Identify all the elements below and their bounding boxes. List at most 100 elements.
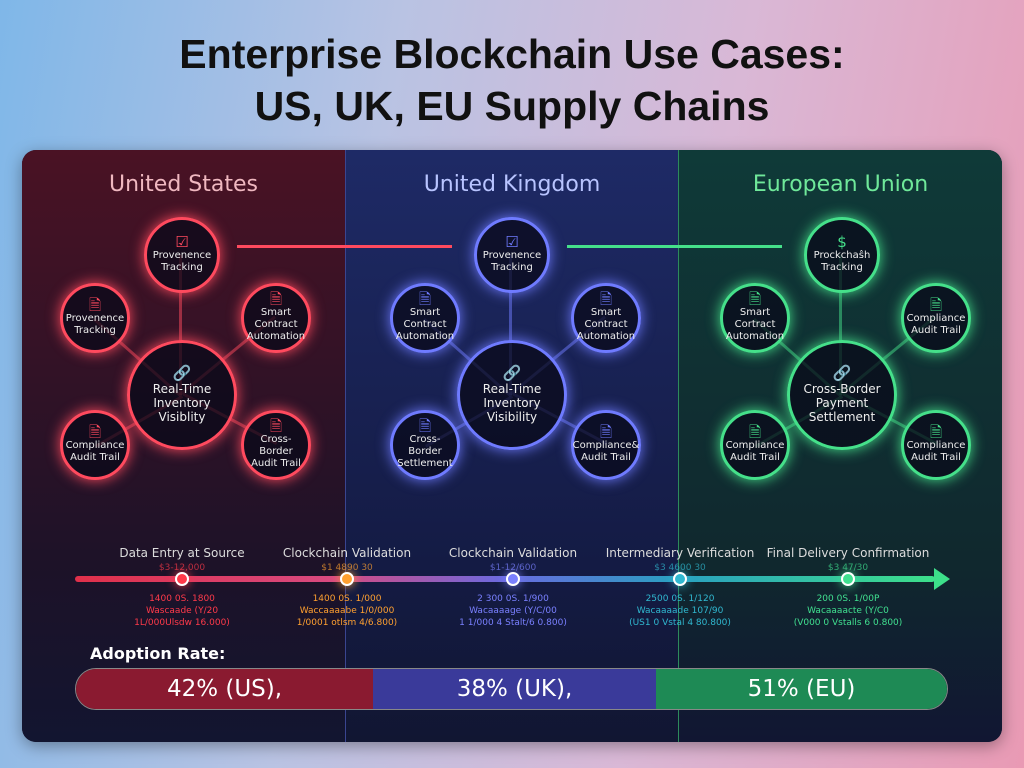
document-icon: 🗎 — [269, 290, 283, 308]
timeline-step-detail: Wascaade (Y/20 — [145, 606, 219, 616]
timeline-step-detail: 1 1/000 4 Stalt/6 0.800) — [459, 618, 567, 628]
dollar-icon: $ — [837, 233, 847, 251]
node-label: Smart Contract Automation — [395, 307, 455, 342]
timeline-arrowhead — [934, 568, 950, 590]
document-icon: 🗎 — [269, 417, 283, 435]
use-case-node: 🔗Real-Time Inventory Visiblity — [127, 340, 237, 450]
timeline-step-cost: $3-12,000 — [158, 563, 206, 573]
document-icon: 🗎 — [599, 290, 613, 308]
timeline-step-detail: 1/0001 otlsm 4/6.800) — [296, 618, 398, 628]
document-icon: 🗎 — [88, 423, 102, 441]
use-case-node: 🔗Cross-Border Payment Settlement — [787, 340, 897, 450]
node-label: Compliance Audit Trail — [906, 313, 966, 336]
use-case-node: 🗎Compliance Audit Trail — [720, 410, 790, 480]
use-case-node: ☑Provenence Tracking — [144, 217, 220, 293]
timeline-step-detail: Waccaaaabe 1/0/000 — [299, 606, 395, 616]
flow-arrow — [237, 245, 452, 248]
timeline-step-detail: 2 300 0S. 1/900 — [477, 594, 549, 604]
document-icon: 🗎 — [599, 423, 613, 441]
chain-link-icon: 🔗 — [172, 364, 192, 382]
node-label: Compliance Audit Trail — [906, 440, 966, 463]
panel-title: United Kingdom — [423, 172, 601, 197]
use-case-node: 🗎Compliance Audit Trail — [60, 410, 130, 480]
adoption-segment-eu: 51% (EU) — [656, 669, 947, 709]
timeline-step-detail: (US1 0 Vstal 4 80.800) — [629, 618, 731, 628]
node-label: Compliance& Audit Trail — [572, 440, 640, 463]
node-label: Provenence Tracking — [65, 313, 125, 336]
panel-title: United States — [109, 172, 258, 197]
use-case-node: 🗎Compliance& Audit Trail — [571, 410, 641, 480]
panel-title: European Union — [752, 172, 929, 197]
node-label: Provenence Tracking — [152, 250, 212, 273]
timeline-step-detail: Wacaaaade 107/90 — [636, 606, 724, 616]
title-line-2: US, UK, EU Supply Chains — [254, 83, 770, 129]
timeline-step-detail: 2500 0S. 1/120 — [645, 594, 715, 604]
timeline-step-detail: 200 0S. 1/00P — [816, 594, 880, 604]
timeline-step-cost: $3 47/30 — [827, 563, 869, 573]
use-case-node: 🗎Compliance Audit Trail — [901, 283, 971, 353]
timeline-dot — [175, 572, 189, 586]
use-case-node: 🔗Real-Time Inventory Visibility — [457, 340, 567, 450]
timeline-step-detail: Wacaaaacte (Y/C0 — [807, 606, 889, 616]
timeline-step-detail: Wacaaaage (Y/C/00 — [469, 606, 557, 616]
timeline-step-detail: 1400 0S. 1800 — [149, 594, 215, 604]
timeline-step-label: Clockchain Validation — [282, 546, 412, 560]
timeline-dot — [506, 572, 520, 586]
use-case-node: 🗎Cross-Border Audit Trail — [241, 410, 311, 480]
document-icon: 🗎 — [929, 423, 943, 441]
check-icon: ☑ — [505, 233, 519, 251]
timeline-step-label: Data Entry at Source — [119, 546, 245, 560]
timeline-step-detail: (V000 0 Vstalls 6 0.800) — [793, 618, 903, 628]
use-case-node: $Prockchaŝh Tracking — [804, 217, 880, 293]
timeline-dot — [340, 572, 354, 586]
node-label: Provenence Tracking — [482, 250, 542, 273]
timeline-step-detail: 1400 0S. 1/000 — [312, 594, 382, 604]
node-label: Smart Contract Automation — [246, 307, 306, 342]
use-case-node: ☑Provenence Tracking — [474, 217, 550, 293]
use-case-node: 🗎Smart Contract Automation — [390, 283, 460, 353]
node-label: Smart Contract Automation — [576, 307, 636, 342]
flow-arrow — [567, 245, 782, 248]
timeline-step-detail: 1L/000Ulsdw 16.000) — [134, 618, 230, 628]
adoption-rate-bar: 42% (US), 38% (UK), 51% (EU) — [75, 668, 948, 710]
node-label: Compliance Audit Trail — [725, 440, 785, 463]
adoption-segment-us: 42% (US), — [76, 669, 373, 709]
document-icon: 🗎 — [748, 290, 762, 308]
document-icon: 🗎 — [929, 296, 943, 314]
node-label: Cross-Border Settlement — [397, 434, 453, 469]
chain-link-icon: 🔗 — [832, 364, 852, 382]
chain-link-icon: 🔗 — [502, 364, 522, 382]
timeline-step-label: Final Delivery Confirmation — [766, 546, 930, 560]
timeline-step-cost: $1 4890 30 — [321, 563, 373, 573]
use-case-node: 🗎Cross-Border Settlement — [390, 410, 460, 480]
use-case-node: 🗎Smart Contract Automation — [571, 283, 641, 353]
document-icon: 🗎 — [418, 290, 432, 308]
adoption-rate-label: Adoption Rate: — [90, 644, 226, 663]
timeline-step-cost: $1-12/600 — [489, 563, 537, 573]
timeline-dot — [841, 572, 855, 586]
node-label: Cross-Border Audit Trail — [251, 434, 301, 469]
use-case-node: 🗎Compliance Audit Trail — [901, 410, 971, 480]
page-title: Enterprise Blockchain Use Cases: US, UK,… — [0, 28, 1024, 132]
document-icon: 🗎 — [88, 296, 102, 314]
node-label: Real-Time Inventory Visiblity — [152, 382, 212, 424]
document-icon: 🗎 — [748, 423, 762, 441]
timeline-step-label: Intermediary Verification — [605, 546, 755, 560]
node-label: Prockchaŝh Tracking — [813, 250, 871, 273]
use-case-node: 🗎Provenence Tracking — [60, 283, 130, 353]
use-case-node: 🗎Smart Cortract Automation — [720, 283, 790, 353]
node-label: Real-Time Inventory Visibility — [482, 382, 542, 424]
timeline-dot — [673, 572, 687, 586]
timeline-step-label: Clockchain Validation — [448, 546, 578, 560]
timeline-step-cost: $3 4600 30 — [654, 563, 706, 573]
node-label: Cross-Border Payment Settlement — [803, 382, 881, 424]
title-line-1: Enterprise Blockchain Use Cases: — [179, 31, 845, 77]
timeline-arrow — [75, 576, 935, 582]
infographic-board: United States United Kingdom European Un… — [22, 150, 1002, 742]
document-icon: 🗎 — [418, 417, 432, 435]
check-icon: ☑ — [175, 233, 189, 251]
node-label: Smart Cortract Automation — [725, 307, 785, 342]
node-label: Compliance Audit Trail — [65, 440, 125, 463]
use-case-node: 🗎Smart Contract Automation — [241, 283, 311, 353]
adoption-segment-uk: 38% (UK), — [373, 669, 656, 709]
